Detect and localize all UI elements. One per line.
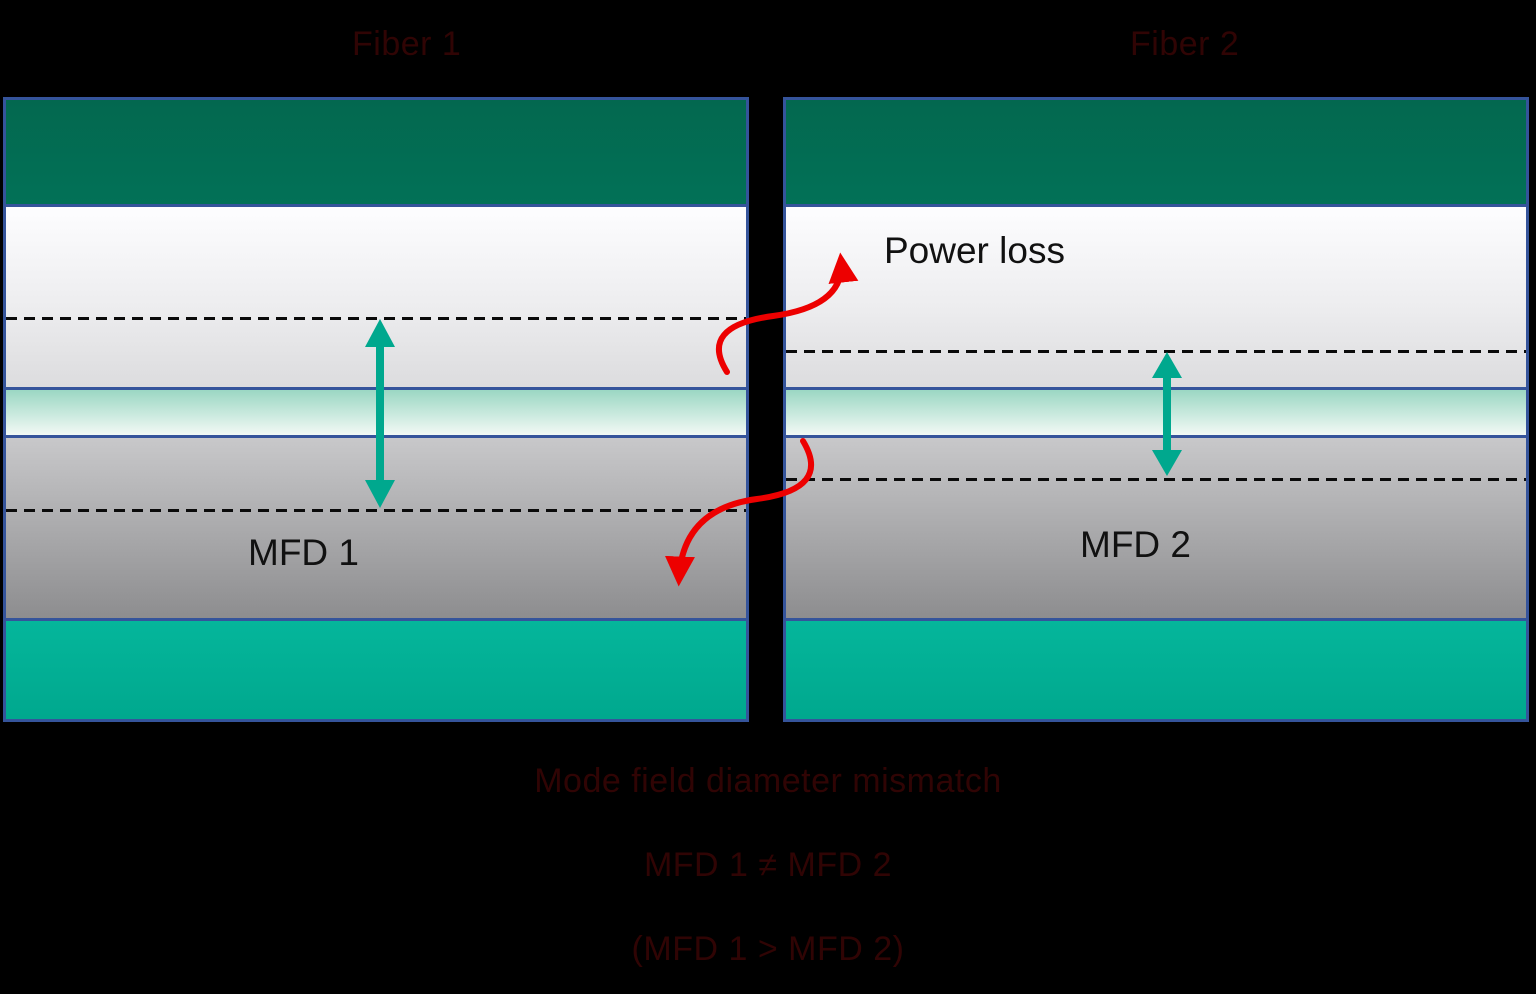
fiber2-mfd-label: MFD 2 [1080,524,1191,565]
fiber2-divider-2 [786,387,1526,390]
fiber1-cladding-top [6,207,746,387]
fiber1-cladding-bottom [6,438,746,618]
fiber2-outer-band-top [786,100,1526,204]
fiber1-mfd-lower-dashed-line [6,509,746,512]
fiber1-outer-band-bottom [6,621,746,719]
fiber2-divider-1 [786,204,1526,207]
caption-line-2: MFD 1 ≠ MFD 2 [643,846,893,884]
fiber1-cross-section: MFD 1 [3,97,749,722]
fiber1-mfd-upper-dashed-line [6,317,746,320]
fiber2-divider-4 [786,618,1526,621]
fiber1-core-band [6,390,746,435]
fiber2-divider-3 [786,435,1526,438]
fiber1-mfd-label: MFD 1 [248,532,359,573]
fiber1-outer-band-top [6,100,746,204]
fiber2-cross-section: Power loss MFD 2 [783,97,1529,722]
caption-line-3: (MFD 1 > MFD 2) [631,930,905,968]
fiber1-divider-1 [6,204,746,207]
fiber2-mfd-lower-dashed-line [786,478,1526,481]
fiber2-outer-band-bottom [786,621,1526,719]
power-loss-label: Power loss [884,230,1065,271]
fiber2-mfd-upper-dashed-line [786,350,1526,353]
fiber1-divider-4 [6,618,746,621]
fiber2-title: Fiber 2 [1130,25,1240,63]
caption-line-1: Mode field diameter mismatch [534,762,1002,800]
fiber2-core-band [786,390,1526,435]
fiber1-title: Fiber 1 [352,25,462,63]
